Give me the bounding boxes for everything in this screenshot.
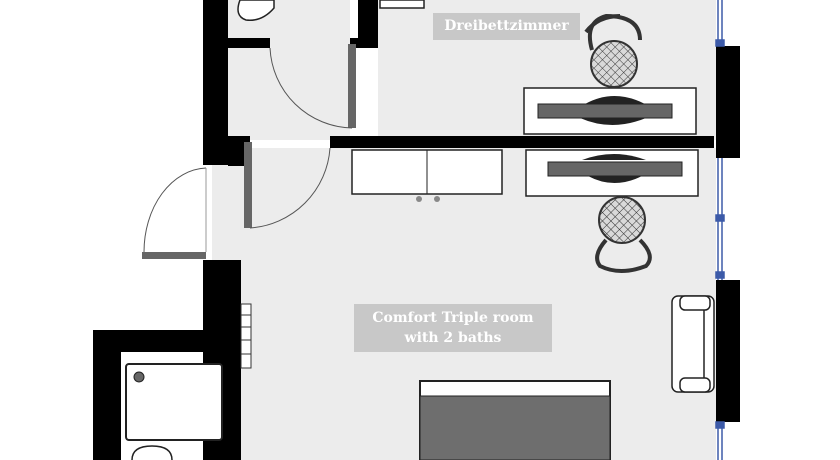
walls [93, 0, 740, 460]
wardrobe [351, 149, 503, 202]
wardrobe-knob-left [416, 196, 422, 202]
chair-lower [595, 196, 652, 273]
wall-left-stub [228, 38, 270, 48]
bath-floor [228, 0, 350, 140]
radiator [240, 303, 252, 369]
doors [142, 44, 356, 259]
wall-left-upper [203, 0, 228, 165]
wall-right-upper [716, 46, 740, 158]
wall-divider [330, 136, 714, 148]
chair-upper [584, 13, 642, 88]
desk-lower [525, 149, 699, 197]
toilet-icon [237, 0, 275, 21]
armchair [671, 295, 715, 393]
wardrobe-knob-right [434, 196, 440, 202]
bath-fixtures [125, 0, 425, 460]
windows [715, 0, 725, 460]
wall-right-lower [716, 280, 740, 422]
sink-icon [379, 0, 425, 9]
entry-floor [212, 148, 238, 260]
door-room-leaf [244, 142, 252, 228]
toilet-lower-icon [131, 445, 173, 460]
door-room-swing [249, 147, 331, 229]
room-label-line1: Comfort Triple room [372, 310, 534, 326]
room-label-german: Dreibettzimmer [433, 13, 580, 40]
shower-tray [125, 363, 223, 441]
wall-shower-top [93, 330, 241, 352]
bed [419, 380, 611, 460]
room-label-english: Comfort Triple room with 2 baths [354, 304, 552, 352]
door-entry-swing [143, 167, 207, 253]
door-bath-swing [269, 47, 353, 129]
shower-drain-icon [133, 371, 145, 383]
room-label-line2: with 2 baths [404, 330, 502, 346]
desk-upper [523, 87, 697, 135]
door-bath-leaf [348, 44, 356, 128]
wall-top-mid-cap [350, 38, 378, 48]
door-entry-leaf [142, 252, 206, 259]
wall-top-mid [358, 0, 378, 48]
wall-shower-left [93, 330, 121, 460]
